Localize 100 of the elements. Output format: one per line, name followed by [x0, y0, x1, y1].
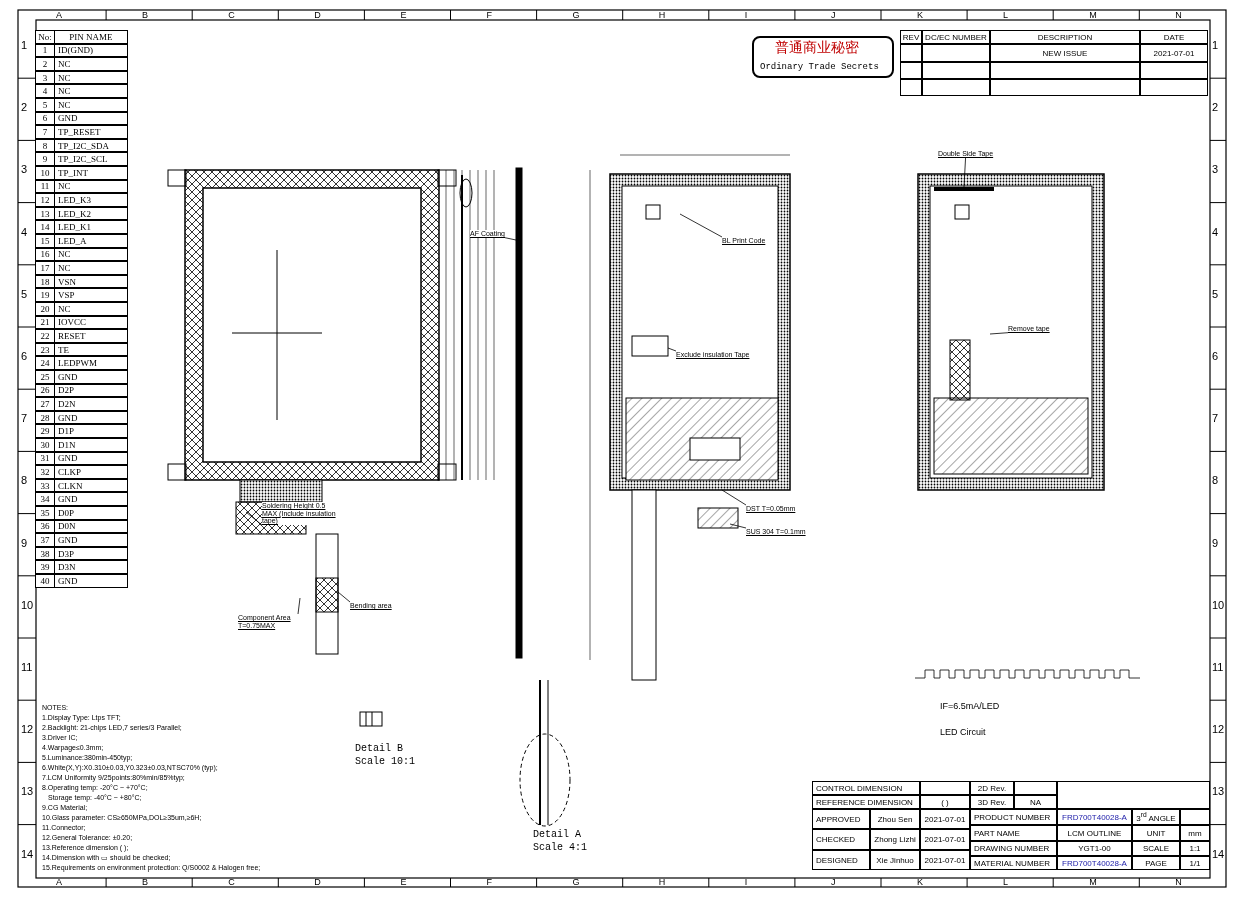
- table-cell: No:: [35, 30, 55, 44]
- grid-reference: 8: [21, 475, 28, 487]
- grid-reference: C: [228, 878, 235, 887]
- table-cell: 2021-07-01: [1140, 44, 1208, 62]
- table-cell: 14: [35, 220, 55, 234]
- double-side-tape-strip: [934, 187, 994, 191]
- grid-reference: F: [486, 11, 492, 20]
- grid-reference: K: [917, 878, 923, 887]
- grid-reference: G: [572, 878, 580, 887]
- grid-reference: I: [744, 878, 748, 887]
- table-cell: NC: [54, 302, 128, 316]
- table-cell: D0P: [54, 506, 128, 520]
- grid-reference: M: [1089, 878, 1097, 887]
- grid-reference: 1: [1212, 40, 1219, 51]
- table-cell: ( ): [920, 795, 970, 809]
- view-title: LED Circuit: [940, 728, 986, 737]
- leader-line: [721, 489, 747, 506]
- table-cell: GND: [54, 492, 128, 506]
- table-cell: 22: [35, 329, 55, 343]
- leader-line: [667, 347, 677, 352]
- grid-reference: H: [658, 11, 666, 20]
- table-cell: TP_INT: [54, 166, 128, 180]
- table-cell: 19: [35, 288, 55, 302]
- table-cell: 3D Rev.: [970, 795, 1014, 809]
- table-cell: NC: [54, 57, 128, 71]
- table-cell: 3$^{rd}$ ANGLE: [1132, 809, 1180, 825]
- table-cell: Zhong Lizhi: [870, 829, 920, 850]
- grid-reference: N: [1175, 11, 1182, 20]
- table-cell: DC/EC NUMBER: [922, 30, 990, 44]
- table-cell: DESCRIPTION: [990, 30, 1140, 44]
- grid-reference: 10: [1212, 599, 1225, 611]
- table-cell: 2021-07-01: [920, 809, 970, 829]
- table-cell: PRODUCT NUMBER: [970, 809, 1057, 825]
- table-cell: 39: [35, 560, 55, 574]
- grid-reference: 3: [1212, 164, 1219, 176]
- table-cell: 17: [35, 261, 55, 275]
- grid-reference: 11: [21, 662, 33, 673]
- table-cell: DRAWING NUMBER: [970, 841, 1057, 856]
- table-cell: PIN NAME: [54, 30, 128, 44]
- table-cell: DATE: [1140, 30, 1208, 44]
- table-cell: 7: [35, 125, 55, 139]
- table-cell: LED_K3: [54, 193, 128, 207]
- table-cell: 29: [35, 424, 55, 438]
- grid-reference: M: [1089, 11, 1097, 20]
- table-cell: 4: [35, 84, 55, 98]
- table-cell: NC: [54, 84, 128, 98]
- table-cell: VSP: [54, 288, 128, 302]
- grid-reference: D: [314, 878, 321, 887]
- table-cell: PART NAME: [970, 825, 1057, 841]
- grid-reference: H: [658, 878, 666, 887]
- table-cell: 1/1: [1180, 856, 1210, 870]
- grid-reference: 14: [1212, 848, 1225, 860]
- leader-line: [963, 157, 966, 188]
- table-cell: Xie Jinhuo: [870, 850, 920, 870]
- grid-reference: I: [744, 11, 748, 20]
- leader-line: [297, 597, 301, 615]
- grid-reference: 1: [21, 40, 28, 51]
- table-cell: SCALE: [1132, 841, 1180, 856]
- table-cell: 35: [35, 506, 55, 520]
- grid-reference: 13: [21, 786, 34, 798]
- grid-reference: B: [142, 878, 149, 887]
- table-cell: 32: [35, 465, 55, 479]
- table-cell: CONTROL DIMENSION: [812, 781, 920, 795]
- grid-reference: D: [314, 11, 321, 20]
- grid-reference: 6: [21, 351, 28, 362]
- table-cell: 37: [35, 533, 55, 547]
- table-cell: FRD700T40028-A: [1057, 809, 1132, 825]
- table-cell: UNIT: [1132, 825, 1180, 841]
- grid-reference: E: [400, 11, 407, 20]
- grid-reference: C: [228, 11, 235, 20]
- table-cell: 27: [35, 397, 55, 411]
- grid-reference: 5: [21, 288, 28, 300]
- table-cell: D1N: [54, 438, 128, 452]
- table-cell: FRD700T40028-A: [1057, 856, 1132, 870]
- table-cell: APPROVED: [812, 809, 870, 829]
- table-cell: 5: [35, 98, 55, 112]
- grid-reference: A: [56, 878, 62, 887]
- table-cell: 2021-07-01: [920, 850, 970, 870]
- table-cell: REFERENCE DIMENSION: [812, 795, 920, 809]
- table-cell: 34: [35, 492, 55, 506]
- table-cell: 2021-07-01: [920, 829, 970, 850]
- table-cell: 30: [35, 438, 55, 452]
- table-cell: 24: [35, 356, 55, 370]
- table-cell: TP_I2C_SCL: [54, 152, 128, 166]
- view-title: Scale 10:1: [355, 757, 415, 767]
- table-cell: CHECKED: [812, 829, 870, 850]
- table-cell: NA: [1014, 795, 1057, 809]
- table-cell: D3N: [54, 560, 128, 574]
- grid-reference: E: [400, 878, 407, 887]
- table-cell: GND: [54, 533, 128, 547]
- view-title: Scale 4:1: [533, 843, 587, 853]
- grid-reference: L: [1003, 878, 1009, 887]
- table-cell: RESET: [54, 329, 128, 343]
- circuit-note: IF=6.5mA/LED: [940, 702, 1000, 711]
- grid-reference: 4: [21, 226, 28, 238]
- table-cell: LED_A: [54, 234, 128, 248]
- grid-reference: 12: [1212, 724, 1225, 736]
- table-cell: TP_RESET: [54, 125, 128, 139]
- grid-reference: L: [1003, 11, 1009, 20]
- table-cell: DESIGNED: [812, 850, 870, 870]
